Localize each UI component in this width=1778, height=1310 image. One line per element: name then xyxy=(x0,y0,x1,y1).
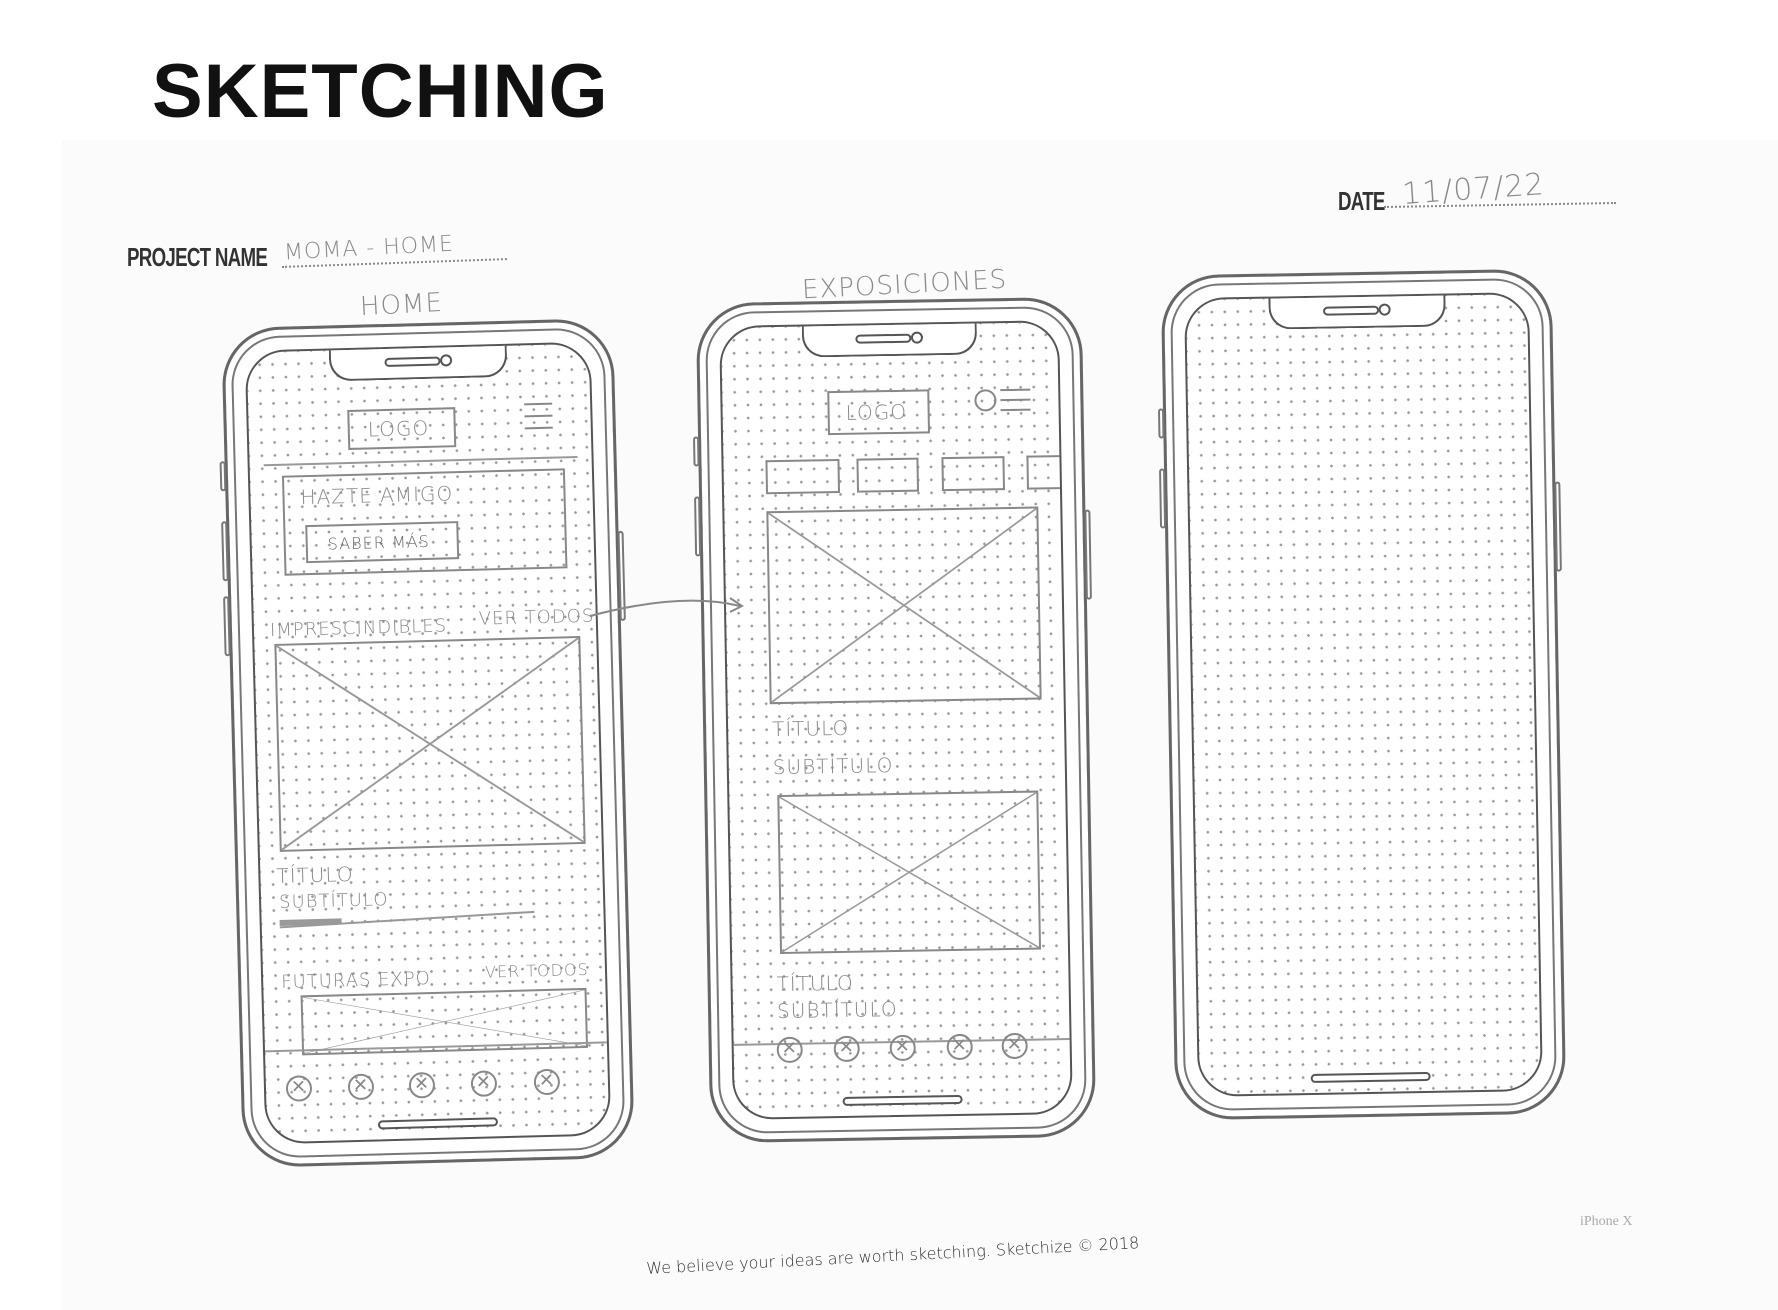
tab-bar-icon[interactable] xyxy=(776,1036,803,1064)
item-subtitle: SUBTÍTULO xyxy=(278,889,389,913)
header-divider xyxy=(263,455,578,467)
project-name-label: PROJECT NAME xyxy=(127,242,268,272)
hamburger-icon[interactable] xyxy=(1000,388,1031,412)
tab-bar-icon[interactable] xyxy=(408,1071,436,1099)
section-futuras-expo: FUTURAS EXPO xyxy=(280,968,432,993)
tab-bar-icon[interactable] xyxy=(833,1035,860,1063)
category-tab[interactable] xyxy=(765,458,841,495)
hamburger-icon[interactable] xyxy=(524,402,553,430)
membership-banner: HAZTE AMIGO SABER MÁS xyxy=(281,468,568,576)
screen-title-home: HOME xyxy=(359,287,444,323)
item-title: TÍTULO xyxy=(776,970,854,997)
tab-bar-icon[interactable] xyxy=(285,1075,313,1102)
logo-text: LOGO xyxy=(845,399,908,425)
page-title: SKETCHING xyxy=(152,49,609,134)
image-placeholder xyxy=(300,987,589,1056)
footer-text: We believe your ideas are worth sketchin… xyxy=(645,1233,1140,1278)
category-tab[interactable] xyxy=(941,456,1006,492)
tab-bar-icon[interactable] xyxy=(946,1033,973,1061)
banner-text: HAZTE AMIGO xyxy=(300,481,454,510)
section-imprescindibles: IMPRESCINDIBLES xyxy=(269,615,448,642)
tab-bar-icon[interactable] xyxy=(1001,1032,1028,1060)
tab-bar-icon[interactable] xyxy=(347,1073,375,1101)
ver-todos-link-1[interactable]: VER TODOS xyxy=(478,605,595,630)
tab-bar-icon[interactable] xyxy=(533,1068,561,1096)
item-title: TÍTULO xyxy=(276,861,354,889)
phone-frame-home: LOGO HAZTE AMIGO SABER MÁS IMPRESCINDIBL… xyxy=(219,318,635,1168)
image-placeholder xyxy=(777,790,1042,955)
date-label: DATE xyxy=(1338,186,1385,216)
search-icon[interactable] xyxy=(974,389,997,412)
image-placeholder xyxy=(274,635,586,852)
device-label: iPhone X xyxy=(1580,1214,1633,1229)
phone-frame-blank xyxy=(1157,268,1567,1121)
item-subtitle: SUBTÍTULO xyxy=(776,997,898,1024)
tab-bar-icon[interactable] xyxy=(889,1034,916,1062)
phone-frame-exposiciones: LOGO TÍTULO SUBTÍTULO TÍTULO SUBTÍTULO xyxy=(693,296,1097,1144)
saber-mas-button[interactable]: SABER MÁS xyxy=(305,521,460,564)
screen-home: LOGO HAZTE AMIGO SABER MÁS IMPRESCINDIBL… xyxy=(244,341,612,1145)
image-placeholder xyxy=(766,506,1042,705)
category-tab[interactable] xyxy=(856,457,920,493)
screen-blank xyxy=(1184,292,1543,1097)
tab-bar-icon[interactable] xyxy=(470,1070,498,1097)
logo-placeholder: LOGO xyxy=(827,389,931,436)
saber-mas-label: SABER MÁS xyxy=(327,531,431,554)
ver-todos-link-2[interactable]: VER TODOS xyxy=(484,959,589,982)
category-tab[interactable] xyxy=(1026,454,1073,490)
item-title: TÍTULO xyxy=(771,715,850,742)
logo-placeholder: LOGO xyxy=(347,407,457,450)
screen-exposiciones: LOGO TÍTULO SUBTÍTULO TÍTULO SUBTÍTULO xyxy=(719,320,1073,1120)
logo-text: LOGO xyxy=(367,415,430,442)
item-subtitle: SUBTÍTULO xyxy=(772,753,894,780)
